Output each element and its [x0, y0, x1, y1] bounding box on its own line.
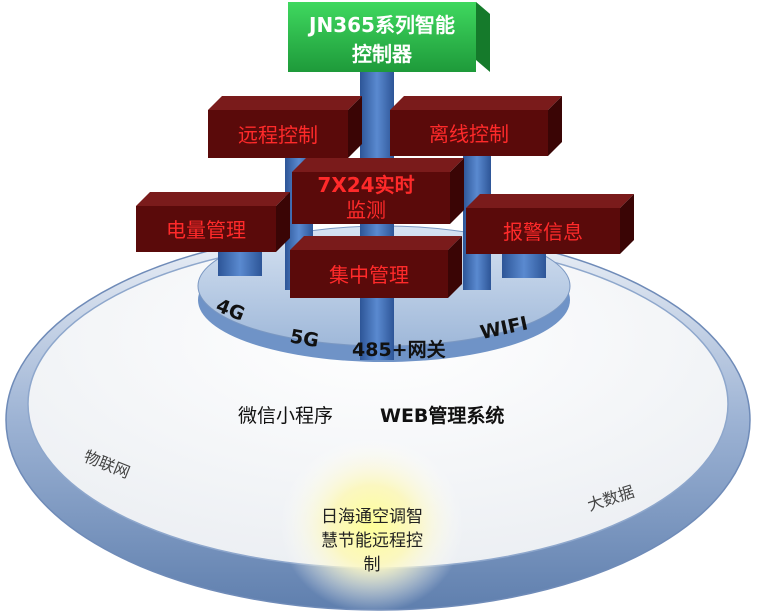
- web-system-label: WEB管理系统: [380, 404, 504, 427]
- offline-control-box: 离线控制: [390, 96, 562, 156]
- center-glow: [280, 437, 464, 613]
- monitoring-label-line1: 7X24实时: [317, 173, 414, 197]
- center-caption-line2: 慧节能远程控: [321, 531, 423, 551]
- power-management-box: 电量管理: [136, 192, 290, 252]
- wechat-miniprogram-label: 微信小程序: [238, 405, 333, 427]
- platform-labels: 微信小程序 WEB管理系统: [238, 404, 504, 427]
- remote-control-box: 远程控制: [208, 96, 362, 158]
- center-caption-line3: 制: [364, 555, 381, 575]
- alarm-info-label: 报警信息: [503, 220, 583, 244]
- power-management-label: 电量管理: [166, 218, 246, 242]
- network-gateway: 485+网关: [352, 338, 446, 361]
- central-management-box: 集中管理: [290, 236, 462, 298]
- center-caption-line1: 日海通空调智: [321, 507, 423, 527]
- network-5g: 5G: [288, 325, 320, 352]
- alarm-info-box: 报警信息: [466, 194, 634, 254]
- title-line1: JN365系列智能: [307, 13, 455, 37]
- center-caption: 日海通空调智 慧节能远程控 制: [321, 507, 423, 575]
- offline-control-label: 离线控制: [429, 122, 509, 146]
- title-line2: 控制器: [352, 42, 413, 66]
- central-management-label: 集中管理: [329, 263, 409, 287]
- controller-title-box: JN365系列智能 控制器: [288, 2, 490, 72]
- remote-control-label: 远程控制: [238, 123, 318, 147]
- network-labels: 4G 5G 485+网关 WIFI: [213, 295, 530, 361]
- monitoring-box: 7X24实时 监测: [292, 158, 464, 224]
- monitoring-label-line2: 监测: [346, 198, 386, 222]
